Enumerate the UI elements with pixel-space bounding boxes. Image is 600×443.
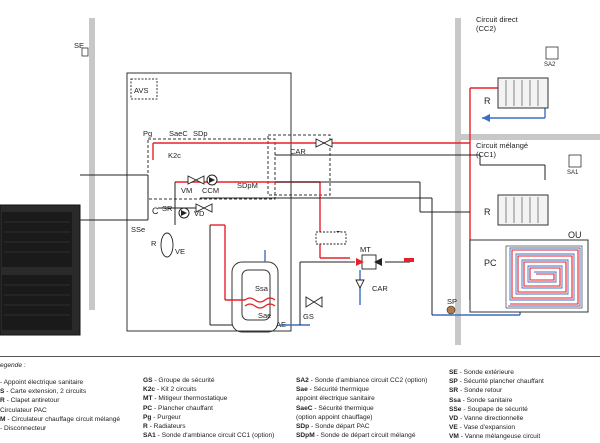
legend-item: S - Carte extension, 2 circuits [0,388,87,396]
tap-icon [404,258,414,262]
label-gs: GS [303,312,314,321]
label-sdp: SDp [193,129,208,138]
label-ccm: CCM [202,186,219,195]
label-avs: AVS [134,86,148,95]
building-walls [89,18,600,345]
legend-column-2: GS - Groupe de sécurité K2c - Kit 2 circ… [143,376,274,440]
legend-column-4: SE - Sonde extérieure SP - Sécurité plan… [449,368,544,442]
legend-item: SR - Sonde retour [449,387,503,395]
label-r-left: R [151,239,157,248]
valve-vd [195,203,213,213]
label-pc: PC [484,258,497,268]
expansion-vessel-ve [160,232,174,258]
legend-item: SDp - Sonde départ PAC [296,423,370,431]
legend-item: SP - Sécurité plancher chauffant [449,378,544,386]
label-k2c: K2c [168,151,181,160]
outdoor-heat-pump-unit [0,204,81,336]
floor-safety-sensor-sp [446,305,456,315]
electric-heater-element [244,297,276,309]
label-circuit-melange: Circuit mélangé [476,141,528,150]
label-circuit-direct: Circuit direct [476,15,519,24]
indoor-module [126,72,331,333]
label-car-1: CAR [290,147,306,156]
legend-item: R - Radiateurs [143,423,186,431]
floor-heating-pc [469,239,589,313]
label-mt: MT [360,245,371,254]
legend-item: M - Circulateur chauffage circuit mélang… [0,415,121,423]
label-sse: SSe [131,225,145,234]
label-ssa: Ssa [255,284,269,293]
room-sensor-sa2 [545,46,559,60]
label-se: SE [74,41,84,50]
legend-item: Ssa - Sonde sanitaire [449,396,513,404]
legend-item: SSe - Soupape de sécurité [449,405,528,413]
label-vm: VM [181,186,192,195]
legend-item: SE - Sonde extérieure [449,369,514,376]
label-sae: Sae [258,311,271,320]
radiator-cc2 [497,77,549,109]
legend-item: SDpM - Sonde de départ circuit mélangé [296,432,416,440]
label-sdpm: SDpM [237,181,258,190]
label-ou: OU [568,230,582,240]
legend-item: - Appoint électrique sanitaire [0,379,84,386]
label-pg: Pg [143,129,152,138]
label-sp: SP [447,297,457,306]
label-cc1: (CC1) [476,150,497,159]
cold-flow-arrow [482,114,490,122]
legend-column-3: SA2 - Sonde d'ambiance circuit CC2 (opti… [296,376,427,440]
label-r-cc2: R [484,96,491,106]
label-c: C [152,206,159,216]
valve-vm [187,175,205,185]
legend-item: VE - Vase d'expansion [449,424,516,432]
legend-item: SA2 - Sonde d'ambiance circuit CC2 (opti… [296,377,428,384]
legend-item: VD - Vanne directionnelle [449,415,524,423]
legend-column-1: - Appoint électrique sanitaire S - Carte… [0,378,120,433]
label-saec: SaeC [169,129,188,138]
legend-item: Sae - Sécurité thermique [296,386,369,394]
legend-item: PC - Plancher chauffant [143,404,213,412]
legend-item: R - Clapet antiretour [0,397,60,405]
legend-item: - Disconnecteur [0,425,47,433]
disconnector-d [315,231,347,245]
label-sa1: SA1 [567,170,579,176]
legend-item: K2c - Kit 2 circuits [143,386,197,394]
radiator-cc1 [497,194,549,226]
legend-item: GS - Groupe de sécurité [143,377,215,384]
legend-item: (option appoint chauffage) [296,413,373,421]
label-r-cc1: R [484,207,491,217]
room-sensor-sa1 [568,154,582,168]
legend-item: SaeC - Sécurité thermique [296,404,374,412]
legend-item: Circulateur PAC [0,406,47,414]
label-vd: VD [194,209,205,218]
legend-item: Pg - Purgeur [143,413,181,421]
label-sa2: SA2 [544,62,556,68]
pump-ccm [206,174,218,186]
legend-item: SA1 - Sonde d'ambiance circuit CC1 (opti… [143,432,275,440]
label-ve: VE [175,247,185,256]
outdoor-sensor-se: SE [74,41,89,57]
legend-item: VM - Vanne mélangeuse circuit [449,433,541,441]
label-cc2: (CC2) [476,24,497,33]
legend-item: MT - Mitigeur thermostatique [143,395,228,403]
check-valve-car-2 [355,279,365,290]
pump-c [178,207,190,219]
safety-group-gs [305,296,323,308]
legend-separator [0,356,600,357]
label-car-2: CAR [372,284,388,293]
mixing-valve-mt [356,254,382,270]
legend-item: appoint électrique sanitaire [296,395,375,403]
legend-title: egende : [0,362,26,369]
check-valve-car-1 [315,138,333,148]
legend: egende : - Appoint électrique sanitaire … [0,358,600,443]
